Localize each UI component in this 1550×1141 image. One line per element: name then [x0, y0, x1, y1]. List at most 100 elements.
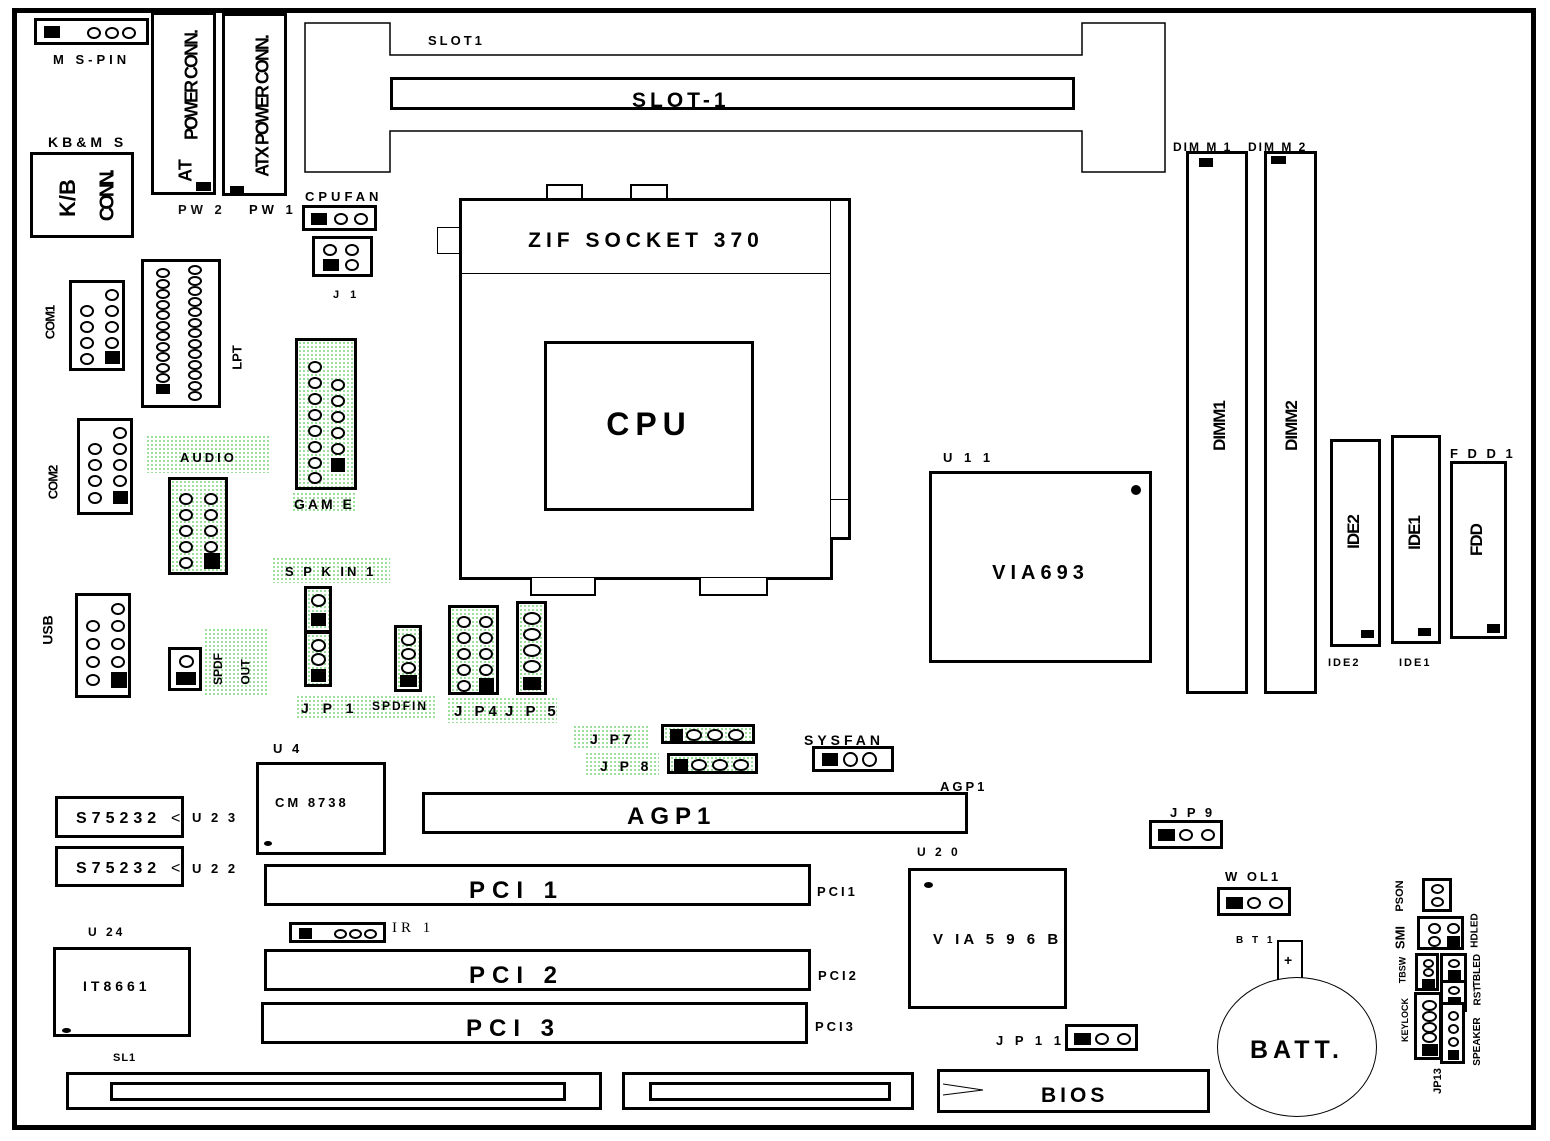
ir1-header[interactable] — [289, 922, 386, 943]
pin-icon — [311, 639, 326, 652]
slot1-connector[interactable] — [390, 77, 1075, 110]
pw2-text-at: AT — [175, 159, 196, 182]
speaker-header[interactable] — [1440, 1002, 1465, 1064]
audio-header[interactable] — [168, 477, 228, 575]
spdif-out-header[interactable] — [168, 647, 202, 691]
secondary-connector[interactable] — [622, 1072, 914, 1110]
jp4-label: J P4 — [454, 703, 501, 720]
lpt-header[interactable] — [141, 259, 221, 408]
pin1-marker — [230, 186, 244, 195]
pin-icon — [311, 594, 326, 607]
pin1-dot — [924, 882, 933, 888]
pin-icon — [479, 616, 493, 628]
keylock-header[interactable] — [1414, 992, 1442, 1060]
pin-icon — [179, 541, 193, 553]
jp8-label: J P 8 — [600, 758, 653, 774]
batt-label: BATT. — [1250, 1036, 1344, 1064]
pin1-marker — [1418, 628, 1431, 636]
cpufan-header[interactable] — [302, 205, 377, 231]
battery[interactable]: BATT. — [1217, 977, 1377, 1117]
it8661-chip[interactable]: IT8661 — [53, 947, 191, 1037]
cm8738-chip[interactable]: CM 8738 — [256, 762, 386, 855]
pci-slot-1[interactable]: PCI 1 — [264, 864, 811, 906]
dimm2-top-label: DIM M 2 — [1248, 140, 1308, 154]
pin-icon — [733, 759, 749, 771]
pin-icon — [843, 752, 858, 767]
j1-label: J 1 — [333, 289, 361, 301]
jp9-jumper[interactable] — [1149, 820, 1223, 849]
plus-icon: + — [1284, 952, 1293, 968]
atx-power-connector[interactable]: ATX POWER CONN. — [222, 13, 287, 196]
com1-label: COM1 — [42, 305, 58, 340]
jp1-jumper[interactable] — [304, 631, 332, 687]
com2-header[interactable] — [77, 418, 133, 515]
wol1-header[interactable] — [1217, 887, 1291, 916]
kb-ms-connector[interactable]: K/B CONN. — [30, 152, 134, 238]
socket-label: ZIF SOCKET 370 — [528, 229, 764, 252]
u11-label: U 1 1 — [943, 450, 995, 465]
ide1-connector[interactable]: IDE1 — [1391, 435, 1441, 644]
pin1-marker — [323, 259, 339, 271]
usb-header[interactable] — [75, 593, 131, 698]
s75232-chip-u23[interactable]: S75232 < — [55, 796, 184, 838]
zif-socket-370[interactable]: ZIF SOCKET 370 CPU — [459, 198, 833, 580]
at-power-connector[interactable]: POWER CONN. AT — [151, 12, 216, 195]
ide2-connector[interactable]: IDE2 — [1330, 439, 1381, 647]
pin1-dot — [264, 841, 272, 846]
jp1-label: J P 1 — [301, 700, 359, 716]
com1-header[interactable] — [69, 280, 125, 371]
jp5-jumper[interactable] — [516, 601, 547, 695]
pin-icon — [86, 674, 100, 686]
jp1-label-bg — [296, 695, 436, 719]
jp7-jumper[interactable] — [661, 724, 755, 744]
pin-icon — [354, 213, 368, 225]
s75232-chip-u22[interactable]: S75232 < — [55, 846, 184, 887]
battery-terminal: + — [1277, 940, 1303, 982]
agp-slot[interactable]: AGP1 — [422, 792, 968, 834]
it8661-label: IT8661 — [83, 978, 151, 994]
pson-header[interactable] — [1422, 878, 1452, 912]
cpu-chip[interactable]: CPU — [544, 341, 754, 511]
pin-icon — [334, 929, 347, 939]
dimm2-slot[interactable]: DIMM2 — [1264, 151, 1317, 694]
pin-icon — [728, 729, 744, 741]
spkin1-header[interactable] — [304, 586, 332, 633]
game-label: GAM E — [294, 496, 355, 512]
pci-slot-3[interactable]: PCI 3 — [261, 1002, 808, 1044]
jp11-jumper[interactable] — [1065, 1024, 1138, 1051]
pci-slot-2[interactable]: PCI 2 — [264, 949, 811, 991]
jp8-jumper[interactable] — [667, 753, 758, 774]
jp8-label-bg — [585, 752, 659, 775]
tbsw-header[interactable] — [1415, 953, 1439, 991]
game-port-header[interactable] — [295, 338, 357, 490]
socket-lever[interactable] — [831, 198, 851, 540]
kb-conn-label-2: CONN. — [96, 171, 119, 222]
via596b-chip[interactable]: V IA 5 9 6 B — [908, 868, 1067, 1009]
pin-icon — [113, 443, 127, 455]
ms-pin-label: M S-PIN — [53, 52, 131, 67]
lpt-label: LPT — [229, 345, 245, 370]
wol1-label: W OL1 — [1225, 869, 1282, 884]
pin-icon — [1448, 1011, 1459, 1021]
ide1-label: IDE1 — [1405, 516, 1424, 550]
sl1-label: SL1 — [113, 1052, 137, 1064]
smi-hdled-header[interactable] — [1417, 916, 1464, 950]
sysfan-header[interactable] — [812, 746, 894, 772]
pin1-marker — [105, 351, 120, 364]
dimm1-slot[interactable]: DIMM1 — [1186, 151, 1248, 694]
audio-label-bg — [146, 435, 270, 473]
pin1-marker — [1271, 156, 1286, 164]
bios-chip[interactable]: BIOS — [937, 1069, 1210, 1113]
pin1-marker — [674, 759, 688, 771]
fdd-connector[interactable]: FDD — [1450, 461, 1507, 639]
ms-pin-header[interactable] — [34, 18, 149, 45]
via693-chip[interactable]: VIA693 — [929, 471, 1152, 663]
pci3-big-label: PCI 3 — [466, 1015, 562, 1042]
u23-label: U 2 3 — [192, 810, 239, 825]
sl1-connector[interactable] — [66, 1072, 602, 1110]
jp5-label: J P 5 — [505, 703, 560, 720]
pin1-marker — [204, 553, 220, 569]
j1-jumper[interactable] — [312, 236, 373, 277]
spdif-in-header[interactable] — [394, 625, 422, 692]
jp4-jumper[interactable] — [448, 605, 499, 695]
